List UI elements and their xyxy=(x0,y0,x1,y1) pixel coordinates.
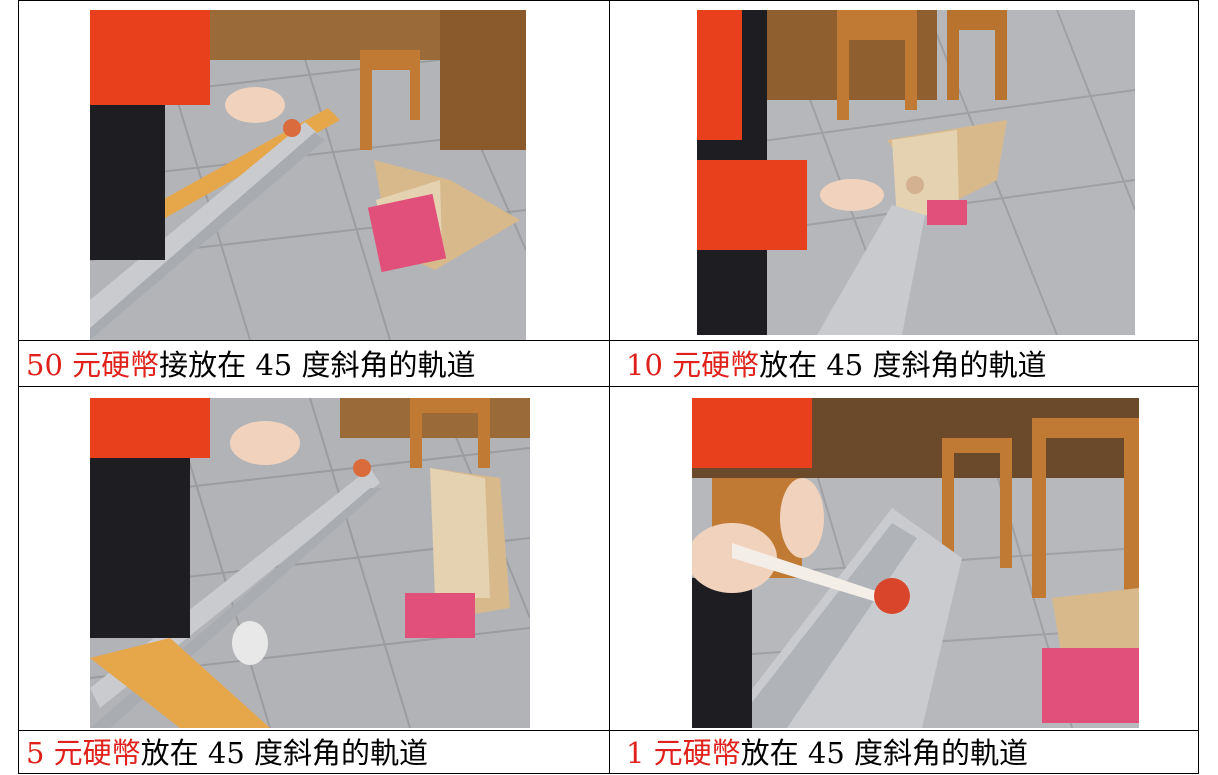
caption-1-yuan: 1 元硬幣放在 45 度斜角的軌道 xyxy=(626,736,1029,770)
caption-10-yuan: 10 元硬幣放在 45 度斜角的軌道 xyxy=(626,348,1047,382)
table-divider-vertical xyxy=(609,1,610,773)
table-divider xyxy=(19,340,1198,341)
photo-10-yuan-coin xyxy=(697,10,1135,335)
table-divider xyxy=(19,730,1198,731)
photo-5-yuan-coin xyxy=(90,398,530,728)
photo-table: 50 元硬幣接放在 45 度斜角的軌道 10 元硬幣放在 45 度斜角的軌道 xyxy=(18,0,1199,774)
caption-5-yuan: 5 元硬幣放在 45 度斜角的軌道 xyxy=(26,736,429,770)
caption-50-yuan: 50 元硬幣接放在 45 度斜角的軌道 xyxy=(26,348,476,382)
photo-1-yuan-coin xyxy=(692,398,1139,728)
photo-50-yuan-coin xyxy=(90,10,526,340)
table-divider xyxy=(19,386,1198,387)
